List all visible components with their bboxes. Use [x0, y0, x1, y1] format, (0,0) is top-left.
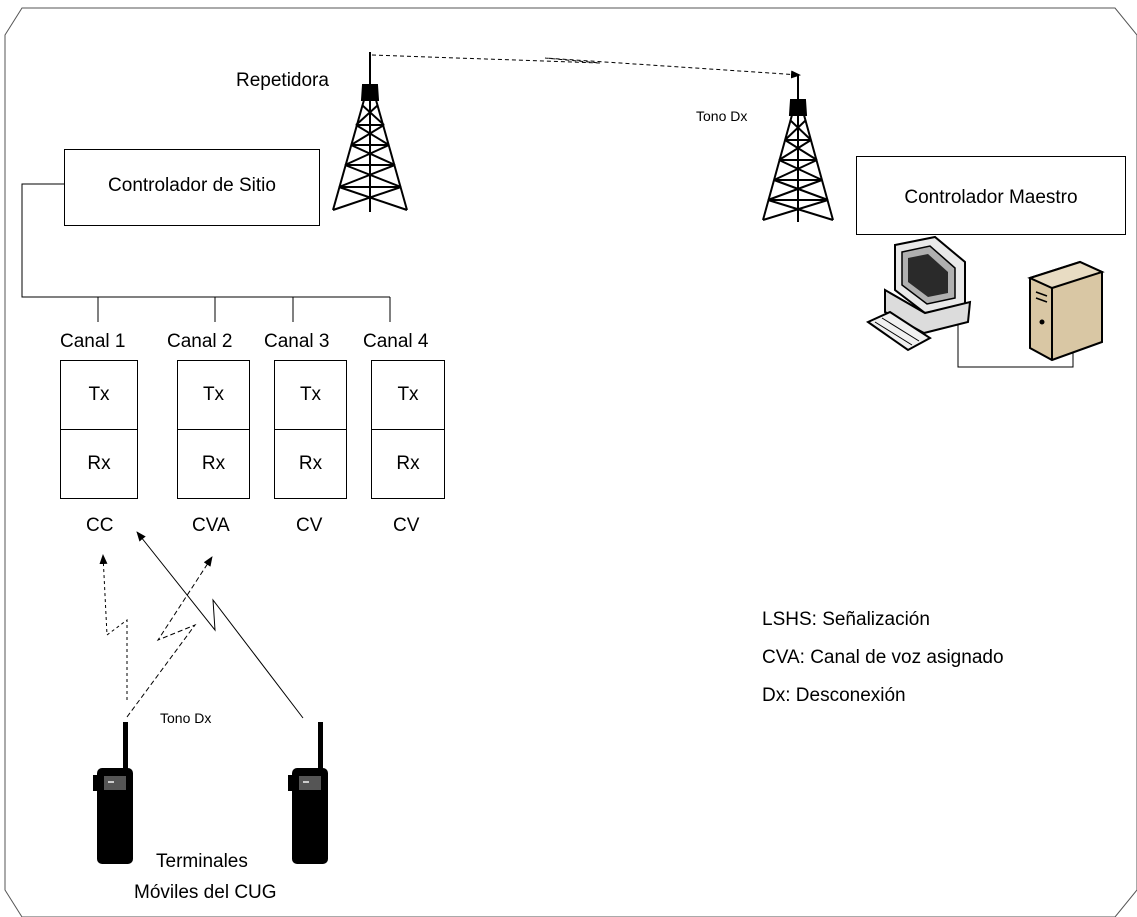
channel-4-type: CV: [393, 515, 420, 536]
desktop-computer-icon: [865, 235, 972, 352]
channel-2-rx: Rx: [201, 452, 226, 474]
master-tower-icon: [762, 74, 834, 222]
terminals-label-line1: Terminales: [156, 851, 248, 872]
channel-4-unit: Tx Rx: [371, 360, 445, 499]
site-controller-label: Controlador de Sitio: [108, 175, 276, 196]
channel-1-type: CC: [86, 515, 114, 536]
channel-3-tx: Tx: [275, 361, 346, 430]
repeater-tower-icon: [332, 52, 408, 212]
channel-2-tx: Tx: [178, 361, 249, 430]
repeater-label: Repetidora: [236, 70, 329, 91]
outer-frame: [4, 7, 1137, 917]
master-controller-label: Controlador Maestro: [904, 187, 1078, 208]
channel-2-unit: Tx Rx: [177, 360, 250, 499]
channel-4-name: Canal 4: [363, 331, 429, 352]
server-icon: [1027, 260, 1105, 362]
terminals-label-line2: Móviles del CUG: [134, 882, 277, 903]
channel-1-unit: Tx Rx: [60, 360, 138, 499]
cc-uplink-arrow: [99, 554, 128, 700]
cva-dx-tone-arrow: [126, 556, 213, 718]
channel-1-name: Canal 1: [60, 331, 126, 352]
channel-3-type: CV: [296, 515, 323, 536]
channel-2-name: Canal 2: [167, 331, 233, 352]
channel-bus: [21, 183, 391, 322]
channel-3-name: Canal 3: [264, 331, 330, 352]
handheld-radio-icon-1: [93, 722, 133, 864]
handheld-radio-icon-2: [288, 722, 328, 864]
channel-4-rx: Rx: [396, 452, 420, 474]
legend-item-dx: Dx: Desconexión: [762, 685, 906, 706]
channel-3-unit: Tx Rx: [274, 360, 347, 499]
tone-dx-bottom-label: Tono Dx: [160, 710, 212, 726]
tone-dx-top-label: Tono Dx: [696, 108, 748, 124]
second-terminal-cc-arrow: [136, 531, 304, 719]
legend-item-cva: CVA: Canal de voz asignado: [762, 647, 1004, 668]
channel-3-rx: Rx: [298, 452, 323, 474]
channel-1-tx: Tx: [61, 361, 137, 430]
channel-4-tx: Tx: [372, 361, 444, 430]
channel-2-type: CVA: [192, 515, 230, 536]
tower-link-arrow: [371, 54, 801, 79]
legend-item-lshs: LSHS: Señalización: [762, 609, 930, 630]
site-controller-box: Controlador de Sitio: [64, 149, 320, 226]
channel-1-rx: Rx: [87, 452, 111, 474]
master-controller-box: Controlador Maestro: [856, 156, 1126, 235]
